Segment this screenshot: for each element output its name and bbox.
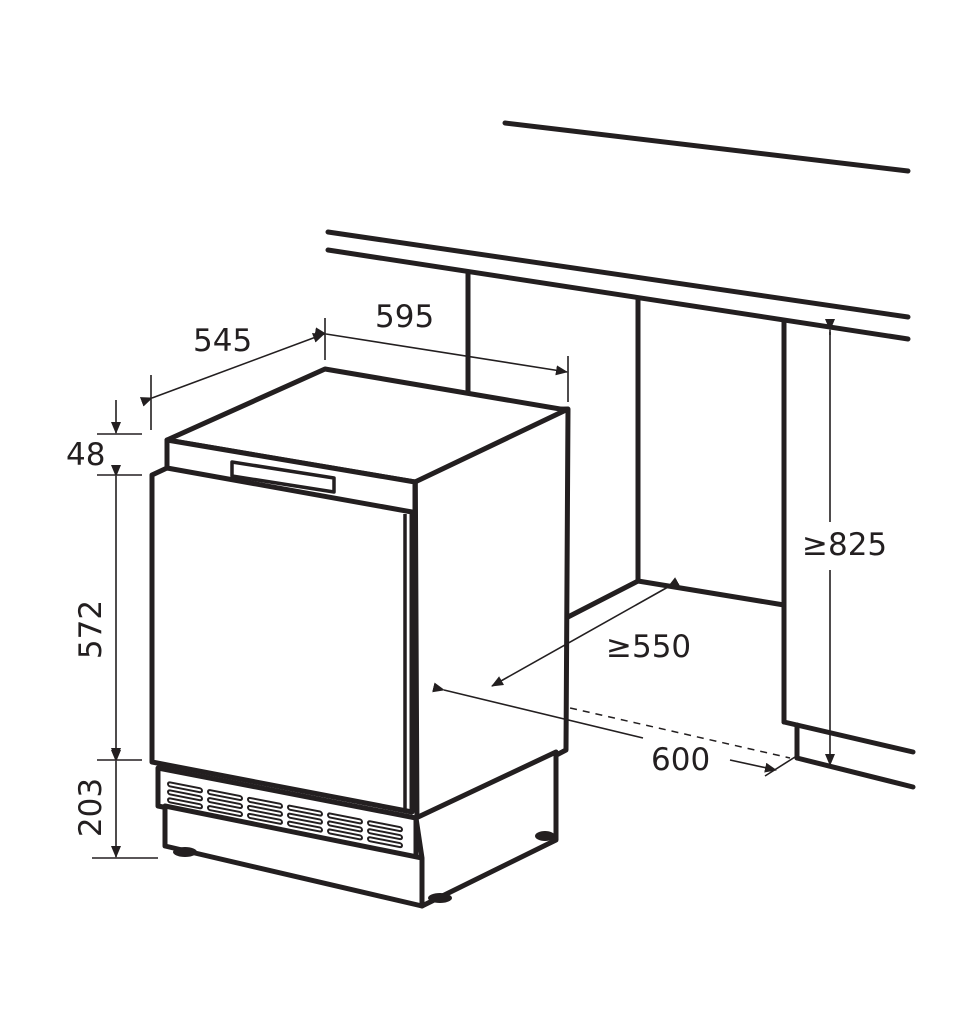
dim-niche-depth-label: ≥550 [606,629,692,665]
dim-width-label: 595 [375,299,435,335]
dim-niche-height-label: ≥825 [802,527,888,563]
dim-niche-width-label: 600 [651,742,711,778]
countertop [325,120,911,342]
dim-door-height-label: 572 [73,599,110,660]
dim-plinth-height-label: 203 [73,777,110,838]
dim-depth-label: 545 [193,323,253,359]
appliance [149,366,571,909]
dimension-lines [92,318,835,859]
vent-grille [167,781,403,849]
dim-top-height-label: 48 [66,437,106,473]
